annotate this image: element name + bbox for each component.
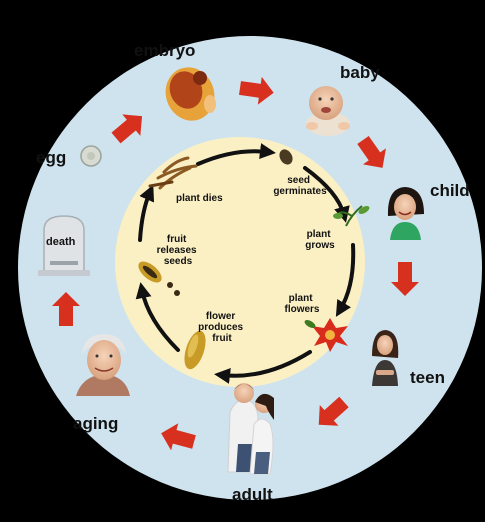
label-plant-grows: plant grows [305,229,335,251]
label-adult: adult [232,485,273,504]
label-teen: teen [410,368,445,387]
label-death: death [46,236,76,248]
label-baby: baby [340,63,380,82]
label-plant-dies: plant dies [176,193,223,204]
egg-image [81,146,101,166]
label-child: child [430,181,470,200]
child-image [388,187,424,240]
inner-disc [115,137,365,387]
label-aging: aging [73,414,118,433]
label-plant-flowers: plant flowers [284,293,319,315]
label-embryo: embryo [134,41,195,60]
label-egg: egg [36,148,66,167]
adult-image [228,383,274,474]
